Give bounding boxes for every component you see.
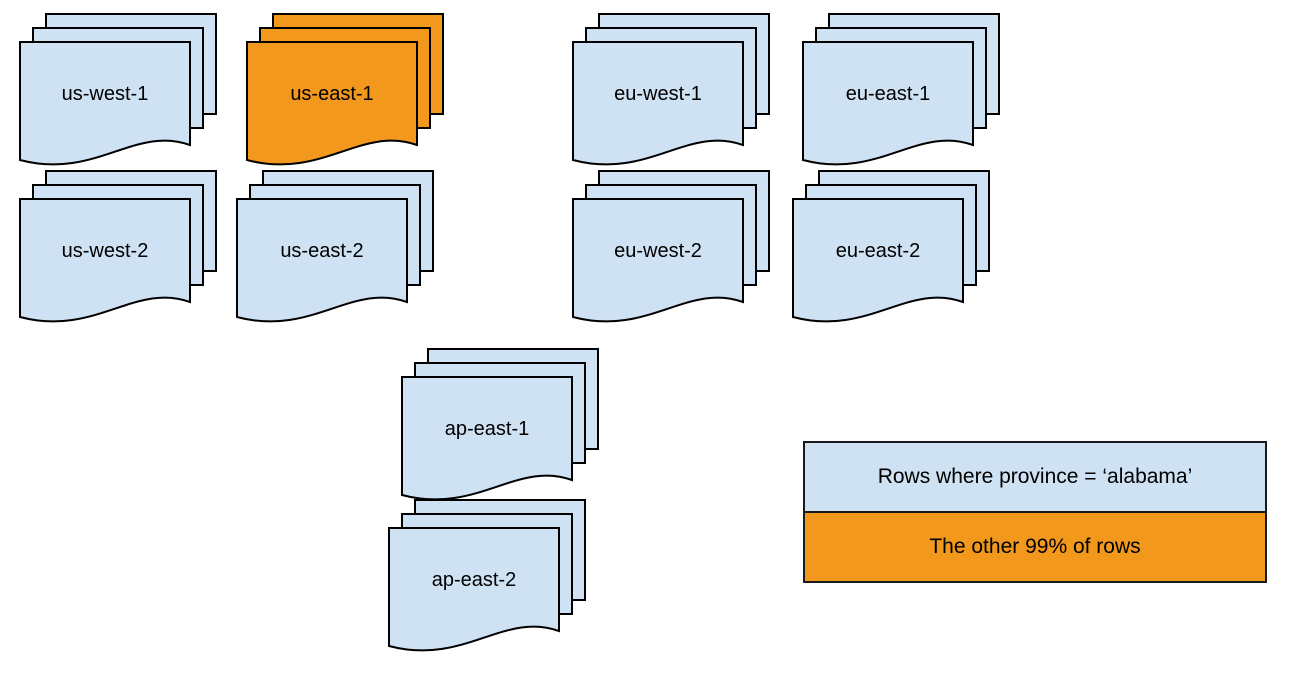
legend-item-label: The other 99% of rows [929,535,1141,558]
legend-item-other-rows: The other 99% of rows [805,511,1265,581]
region-label: eu-west-2 [614,240,702,262]
legend: Rows where province = ‘alabama’ The othe… [803,441,1267,583]
region-label: us-east-2 [280,240,364,262]
region-stack-us-west-2: us-west-2 [6,169,221,331]
region-stack-ap-east-2: ap-east-2 [375,498,590,660]
region-stack-us-east-1: us-east-1 [233,12,448,174]
legend-item-province-rows: Rows where province = ‘alabama’ [805,443,1265,511]
region-stack-eu-west-1: eu-west-1 [559,12,774,174]
region-stack-eu-east-1: eu-east-1 [789,12,1004,174]
region-label: eu-west-1 [614,83,702,105]
region-label: ap-east-2 [431,569,517,591]
region-stack-us-west-1: us-west-1 [6,12,221,174]
region-label: ap-east-1 [444,418,530,440]
legend-item-label: Rows where province = ‘alabama’ [877,465,1193,488]
region-stack-ap-east-1: ap-east-1 [388,347,603,509]
region-stack-us-east-2: us-east-2 [223,169,438,331]
region-label: us-west-1 [61,83,149,105]
region-stack-eu-east-2: eu-east-2 [779,169,994,331]
region-stack-eu-west-2: eu-west-2 [559,169,774,331]
region-label: eu-east-1 [845,83,931,105]
region-label: eu-east-2 [835,240,921,262]
region-label: us-east-1 [290,83,374,105]
region-label: us-west-2 [61,240,149,262]
